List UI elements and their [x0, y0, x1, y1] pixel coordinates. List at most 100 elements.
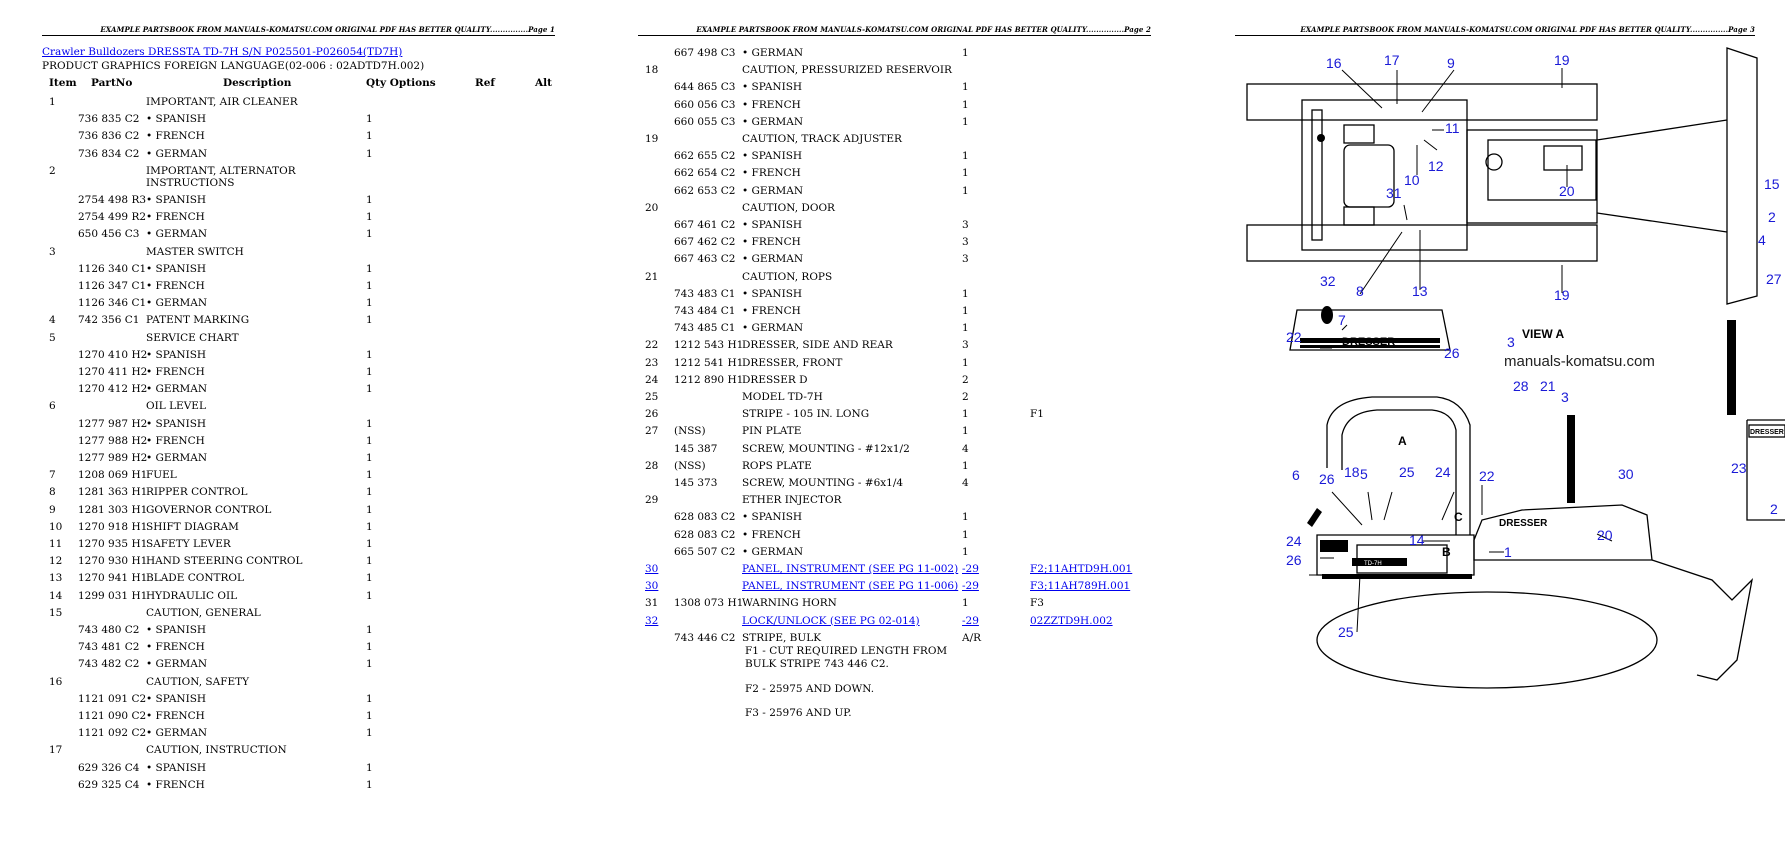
quantity: 1 [962, 167, 969, 180]
engine-hood-top [1466, 129, 1598, 224]
dresser-d-decal [1320, 540, 1348, 552]
letter-c: C [1454, 510, 1463, 524]
reference[interactable]: 02ZZTD9H.002 [1030, 614, 1113, 627]
part-number: 743 446 C2 [674, 631, 736, 644]
description[interactable]: PANEL, INSTRUMENT (SEE PG 11-002) [742, 563, 959, 575]
part-number: 1126 340 C1 [78, 262, 147, 275]
quantity: 1 [366, 297, 373, 310]
part-number: 662 653 C2 [674, 184, 736, 197]
subtitle: PRODUCT GRAPHICS FOREIGN LANGUAGE(02-006… [42, 60, 425, 72]
item-number: 23 [645, 356, 659, 369]
header-text: EXAMPLE PARTSBOOK FROM MANUALS-KOMATSU.C… [100, 25, 529, 34]
description: MASTER SWITCH [146, 245, 244, 258]
part-number: 1281 363 H1 [78, 486, 148, 499]
push-arms [1596, 119, 1728, 233]
callout-32: 32 [1320, 273, 1336, 289]
callout-21: 21 [1540, 378, 1556, 394]
description: SERVICE CHART [146, 331, 239, 344]
callout-1: 1 [1504, 544, 1512, 560]
note-f1: F1 - CUT REQUIRED LENGTH FROM BULK STRIP… [745, 645, 947, 671]
description: • FRENCH [146, 641, 205, 654]
part-number: 644 865 C3 [674, 81, 736, 94]
item-number: 17 [49, 744, 63, 757]
description: • FRENCH [742, 236, 801, 249]
quantity: 1 [962, 356, 969, 369]
quantity: 1 [366, 262, 373, 275]
item-number: 8 [49, 486, 56, 499]
callout-17: 17 [1384, 52, 1400, 68]
callout-10: 10 [1404, 172, 1420, 188]
cab-body-top [1301, 99, 1468, 251]
title-link[interactable]: Crawler Bulldozers DRESSTA TD-7H S/N P02… [42, 46, 403, 58]
part-number: 145 373 [674, 477, 718, 489]
blade-side-view [1651, 559, 1754, 681]
item-number[interactable]: 30 [645, 580, 659, 593]
description: • GERMAN [146, 297, 208, 310]
description: SHIFT DIAGRAM [146, 520, 239, 533]
part-number: 145 387 [674, 442, 718, 455]
quantity: 1 [366, 211, 373, 224]
quantity: 1 [366, 538, 373, 550]
description: • GERMAN [742, 545, 804, 558]
item-number: 19 [645, 133, 659, 145]
control-console-bottom [1343, 206, 1375, 226]
quantity[interactable]: -29 [962, 563, 979, 575]
control-console-top [1343, 124, 1375, 144]
description: • FRENCH [146, 778, 205, 791]
quantity[interactable]: -29 [962, 580, 979, 593]
quantity: 1 [962, 408, 969, 421]
ether-injector [1321, 306, 1333, 324]
description[interactable]: PANEL, INSTRUMENT (SEE PG 11-006) [742, 580, 959, 593]
quantity: 1 [962, 98, 969, 111]
rear-decal [1748, 424, 1785, 438]
quantity: 3 [962, 236, 969, 249]
quantity[interactable]: -29 [962, 614, 979, 627]
description: RIPPER CONTROL [146, 486, 248, 499]
description[interactable]: LOCK/UNLOCK (SEE PG 02-014) [742, 614, 920, 627]
description: SAFETY LEVER [146, 538, 231, 550]
reference[interactable]: F3;11AH789H.001 [1030, 580, 1131, 593]
model-text: TD-7H [1364, 561, 1382, 567]
item-number[interactable]: 30 [645, 563, 659, 575]
description: ETHER INJECTOR [742, 494, 842, 507]
item-number: 9 [49, 503, 56, 516]
description: • SPANISH [146, 194, 207, 206]
item-number: 5 [49, 331, 56, 344]
left-track-top-view [1246, 83, 1598, 121]
quantity: 1 [366, 228, 373, 241]
callout-15: 15 [1764, 176, 1780, 192]
callout-7: 7 [1338, 312, 1346, 328]
reference[interactable]: F2;11AHTD9H.001 [1030, 563, 1133, 575]
part-number: 1121 091 C2 [78, 692, 147, 705]
description: • GERMAN [742, 115, 804, 128]
description: • GERMAN [146, 658, 208, 671]
description: • SPANISH [742, 81, 803, 94]
callout-11: 11 [1445, 120, 1460, 136]
part-number: 660 056 C3 [674, 98, 736, 111]
quantity: 1 [962, 597, 969, 610]
item-number[interactable]: 32 [645, 614, 659, 627]
callout-16: 16 [1326, 55, 1342, 71]
description: FUEL [146, 469, 177, 482]
part-number: 1121 092 C2 [78, 727, 147, 740]
quantity: 1 [962, 528, 969, 541]
description: • SPANISH [146, 113, 207, 126]
part-number: 629 325 C4 [78, 778, 140, 791]
